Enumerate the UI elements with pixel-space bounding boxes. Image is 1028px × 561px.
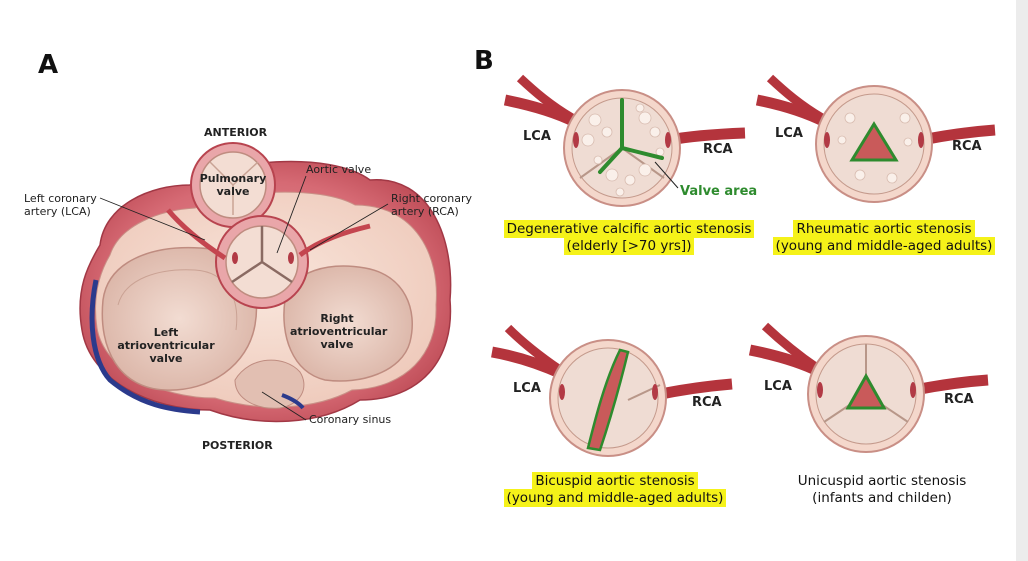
- caption-degenerative: Degenerative calcific aortic stenosis (e…: [500, 220, 758, 255]
- cell4-lca-label: LCA: [764, 379, 792, 394]
- cell4-rca-label: RCA: [944, 392, 974, 407]
- cell1-rca-label: RCA: [703, 142, 733, 157]
- scrollbar-strip: [1016, 0, 1028, 561]
- coronary-sinus-label: Coronary sinus: [309, 413, 392, 426]
- great-cardiac-vein: [89, 279, 201, 415]
- cell3-lca-label: LCA: [513, 381, 541, 396]
- valve-unicuspid: [748, 322, 989, 453]
- caption-unicuspid: Unicuspid aortic stenosis (infants and c…: [797, 473, 967, 506]
- panel-b-letter: B: [474, 46, 494, 76]
- valve-degenerative: [503, 74, 746, 207]
- valve-rheumatic: [755, 74, 996, 203]
- valve-area-label: Valve area: [680, 184, 758, 199]
- rca-vessel-a: [298, 223, 371, 258]
- anterior-label: ANTERIOR: [204, 126, 268, 139]
- aortic-valve-label: Aortic valve: [306, 163, 372, 176]
- caption-rheumatic: Rheumatic aortic stenosis (young and mid…: [772, 220, 996, 255]
- left-av-valve-shape: [101, 246, 258, 391]
- cell2-lca-label: LCA: [775, 126, 803, 141]
- cell2-rca-label: RCA: [952, 139, 982, 154]
- panel-a-letter: A: [38, 50, 59, 80]
- right-av-valve-shape: [283, 265, 413, 382]
- valve-bicuspid: [491, 324, 733, 457]
- cell1-lca-label: LCA: [523, 129, 551, 144]
- posterior-label: POSTERIOR: [202, 439, 273, 452]
- caption-bicuspid: Bicuspid aortic stenosis (young and midd…: [502, 472, 728, 507]
- cell3-rca-label: RCA: [692, 395, 722, 410]
